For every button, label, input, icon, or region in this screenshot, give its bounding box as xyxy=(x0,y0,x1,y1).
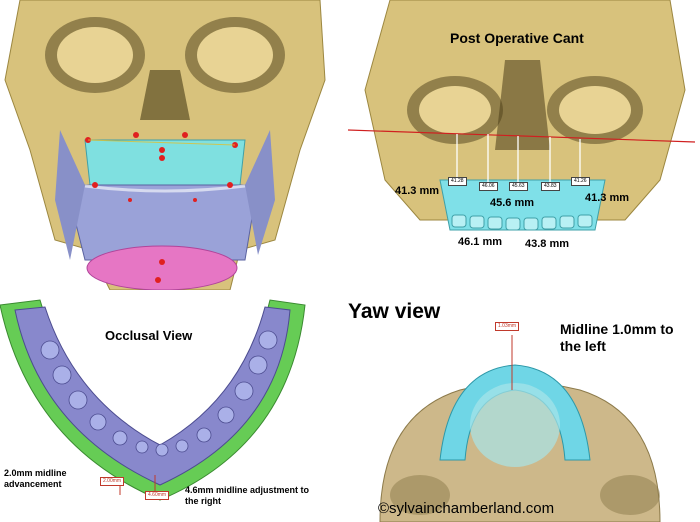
occlusal-title: Occlusal View xyxy=(105,328,193,343)
front-skull-render xyxy=(4,0,326,290)
cant-measure-lower-right: 43.8 mm xyxy=(525,238,570,250)
occlusal-tag-advancement: 2.00mm xyxy=(100,477,125,486)
cant-tag-5: 41.26 xyxy=(571,177,590,186)
cant-tag-3: 45.63 xyxy=(509,182,528,191)
occlusal-render xyxy=(0,299,306,501)
cant-panel: Post Operative Cant 41.28 46.06 45.63 43… xyxy=(340,0,700,290)
cant-measure-lower-left: 46.1 mm xyxy=(458,236,503,248)
front-skull-panel xyxy=(0,0,330,290)
yaw-render xyxy=(379,335,661,522)
yaw-caption: Midline 1.0mm to the left xyxy=(560,321,674,354)
yaw-midline-tag: 1.03mm xyxy=(495,322,520,331)
watermark: ©sylvainchamberland.com xyxy=(378,500,555,517)
cant-measure-left: 41.3 mm xyxy=(395,185,440,197)
cant-tag-4: 43.83 xyxy=(541,182,560,191)
yaw-panel: Yaw view Midline 1.0mm to the left 1.03m… xyxy=(340,295,700,522)
cant-skull-render xyxy=(347,0,696,231)
occlusal-tag-adjustment: 4.60mm xyxy=(145,491,170,500)
occlusal-panel: Occlusal View 2.00mm 4.60mm 2.0mm midlin… xyxy=(0,295,330,522)
cant-tag-1: 41.28 xyxy=(448,177,467,186)
cant-title: Post Operative Cant xyxy=(450,30,584,46)
occlusal-note-adjustment: 4.6mm midline adjustment to the right xyxy=(185,485,310,506)
cant-measure-right: 41.3 mm xyxy=(585,192,630,204)
occlusal-note-advancement: 2.0mm midline advancement xyxy=(4,468,67,489)
cant-measure-center: 45.6 mm xyxy=(490,197,535,209)
yaw-title: Yaw view xyxy=(348,300,441,323)
cant-tag-2: 46.06 xyxy=(479,182,498,191)
